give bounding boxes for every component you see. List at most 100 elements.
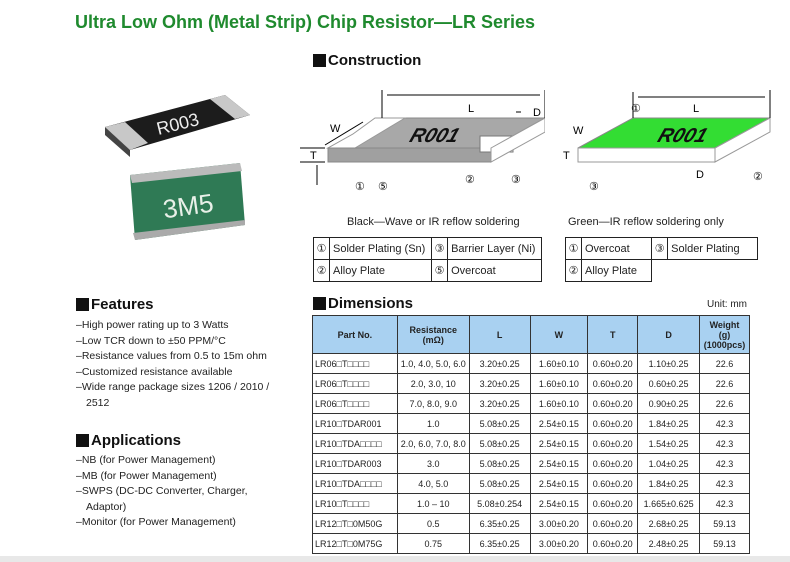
- bullet-square-icon: [313, 54, 326, 67]
- applications-heading-text: Applications: [91, 432, 182, 449]
- table-cell: 1.10±0.25: [637, 353, 701, 374]
- table-cell: 1.84±0.25: [637, 473, 701, 494]
- table-cell: 42.3: [699, 453, 750, 474]
- dim-W: W: [330, 123, 341, 135]
- applications-list: NB (for Power Management) MB (for Power …: [76, 453, 276, 531]
- table-cell: 42.3: [699, 433, 750, 454]
- legend-num: ③: [651, 237, 669, 260]
- table-cell: 3.20±0.25: [468, 353, 531, 374]
- label-2: ②: [465, 174, 475, 186]
- label-2: ②: [753, 171, 763, 183]
- table-cell: 0.60±0.20: [587, 393, 639, 414]
- table-cell: 2.54±0.15: [529, 493, 589, 514]
- legend-label: Overcoat: [447, 259, 542, 282]
- unit-label: Unit: mm: [707, 299, 747, 310]
- feature-item: High power rating up to 3 Watts: [76, 318, 291, 334]
- table-cell: 22.6: [699, 373, 750, 394]
- table-cell: 1.60±0.10: [529, 373, 589, 394]
- table-cell: 2.68±0.25: [637, 513, 701, 534]
- table-cell: 0.5: [396, 513, 470, 534]
- dimensions-heading-text: Dimensions: [328, 295, 414, 312]
- construction-heading: Construction: [313, 52, 421, 69]
- table-cell: 1.84±0.25: [637, 413, 701, 434]
- table-cell: 2.54±0.15: [529, 413, 589, 434]
- green-chip-diagram: R001 L ① W T D ③ ②: [563, 90, 771, 193]
- application-item: SWPS (DC-DC Converter, Charger, Adaptor): [76, 484, 276, 515]
- table-cell: 0.60±0.20: [587, 533, 639, 554]
- empty-cell: [668, 260, 758, 282]
- table-cell: 2.54±0.15: [529, 453, 589, 474]
- features-heading: Features: [76, 296, 154, 313]
- table-cell: 42.3: [699, 493, 750, 514]
- diagram-marking: R001: [655, 125, 711, 147]
- table-cell: 7.0, 8.0, 9.0: [396, 393, 470, 414]
- table-cell: 3.20±0.25: [468, 393, 531, 414]
- legend-num: ①: [313, 237, 330, 260]
- table-cell: 1.60±0.10: [529, 353, 589, 374]
- legend-label: Alloy Plate: [580, 259, 653, 282]
- dim-D: D: [533, 107, 541, 119]
- dim-T: T: [310, 150, 317, 162]
- column-header: Resistance (mΩ): [396, 315, 470, 354]
- column-header: Part No.: [312, 315, 398, 354]
- bottom-edge: [0, 556, 790, 562]
- legend-label: Solder Plating (Sn): [328, 237, 433, 260]
- dim-L: L: [468, 103, 474, 115]
- table-cell: 1.0, 4.0, 5.0, 6.0: [396, 353, 470, 374]
- table-cell: 0.60±0.20: [587, 353, 639, 374]
- page-title: Ultra Low Ohm (Metal Strip) Chip Resisto…: [75, 12, 536, 32]
- legend-label: Solder Plating: [667, 237, 758, 260]
- bullet-square-icon: [76, 298, 89, 311]
- applications-heading: Applications: [76, 432, 181, 449]
- column-header: D: [637, 315, 701, 354]
- table-cell: 42.3: [699, 473, 750, 494]
- table-cell: 0.60±0.20: [587, 433, 639, 454]
- part-number-cell: LR12□T□0M50G: [312, 513, 398, 534]
- column-header: W: [529, 315, 589, 354]
- legend-num: ③: [431, 237, 449, 260]
- table-cell: 1.0: [396, 413, 470, 434]
- table-cell: 0.60±0.20: [587, 473, 639, 494]
- application-item: NB (for Power Management): [76, 453, 276, 469]
- label-5: ⑤: [378, 181, 388, 193]
- part-number-cell: LR06□T□□□□: [312, 393, 398, 414]
- table-cell: 3.00±0.20: [529, 533, 589, 554]
- legend-num: ①: [565, 237, 582, 260]
- application-item: Monitor (for Power Management): [76, 515, 276, 531]
- part-number-cell: LR12□T□0M75G: [312, 533, 398, 554]
- green-caption: Green—IR reflow soldering only: [568, 216, 724, 228]
- dimensions-heading: Dimensions: [313, 295, 413, 312]
- feature-item: Customized resistance available: [76, 365, 291, 381]
- feature-item: Resistance values from 0.5 to 15m ohm: [76, 349, 291, 365]
- table-cell: 2.48±0.25: [637, 533, 701, 554]
- legend-num: ②: [313, 259, 330, 282]
- application-item: MB (for Power Management): [76, 469, 276, 485]
- bullet-square-icon: [76, 434, 89, 447]
- table-cell: 3.20±0.25: [468, 373, 531, 394]
- legend-num: ⑤: [431, 259, 449, 282]
- table-cell: 0.75: [396, 533, 470, 554]
- table-cell: 3.0: [396, 453, 470, 474]
- table-cell: 22.6: [699, 353, 750, 374]
- table-cell: 0.60±0.20: [587, 513, 639, 534]
- table-cell: 2.54±0.15: [529, 433, 589, 454]
- dim-W: W: [573, 125, 584, 137]
- column-header: T: [587, 315, 639, 354]
- green-chip-marking: 3M5: [161, 188, 215, 225]
- column-header: Weight (g) (1000pcs): [699, 315, 750, 354]
- table-cell: 22.6: [699, 393, 750, 414]
- table-cell: 1.60±0.10: [529, 393, 589, 414]
- part-number-cell: LR10□TDAR001: [312, 413, 398, 434]
- label-1: ①: [355, 181, 365, 193]
- bullet-square-icon: [313, 297, 326, 310]
- table-cell: 5.08±0.25: [468, 453, 531, 474]
- table-cell: 6.35±0.25: [468, 533, 531, 554]
- column-header: L: [468, 315, 531, 354]
